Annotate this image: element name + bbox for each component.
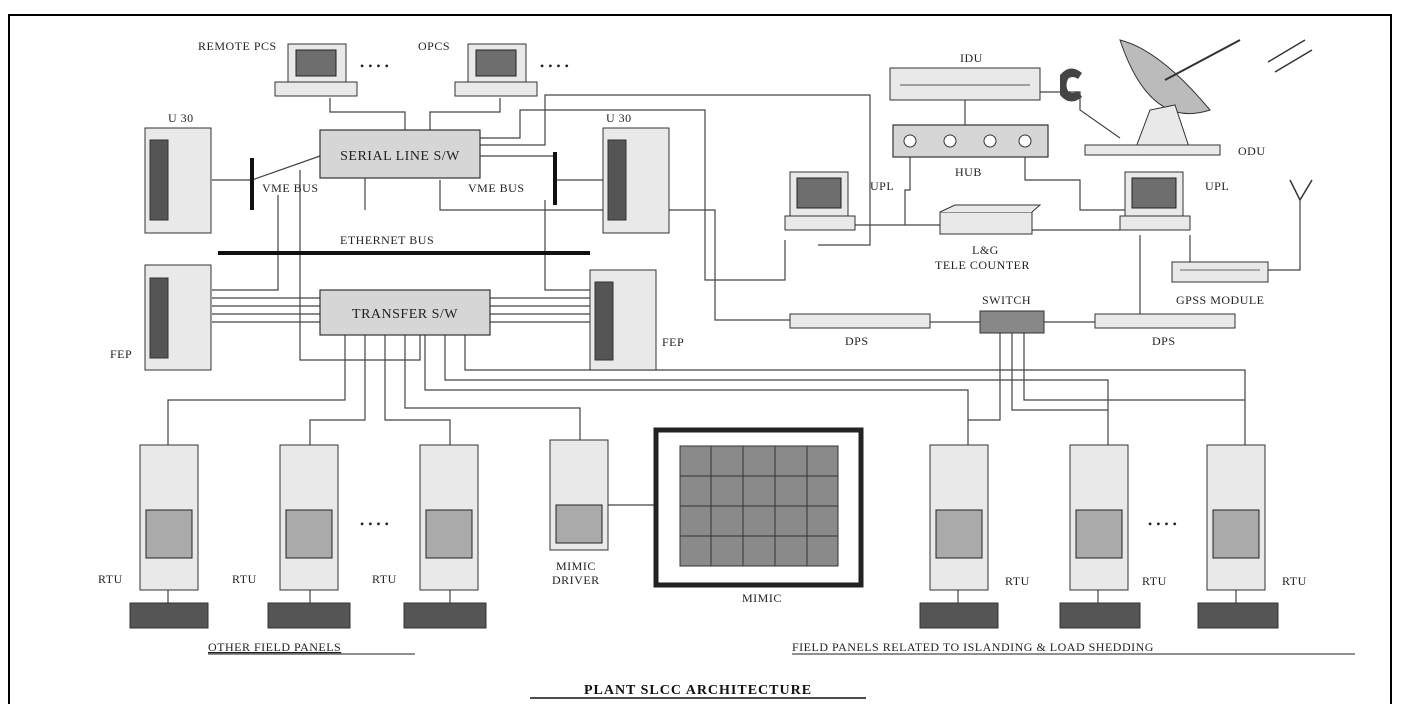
fep-right-label: FEP bbox=[662, 335, 684, 349]
upl-left-pc bbox=[784, 171, 856, 231]
field-panel-3 bbox=[403, 602, 487, 629]
u30-right-server bbox=[602, 127, 670, 234]
remote-pc-ellipsis: • • • • bbox=[360, 59, 389, 73]
rtu-2-label: RTU bbox=[232, 572, 257, 586]
related-field-panels-label: FIELD PANELS RELATED TO ISLANDING & LOAD… bbox=[792, 640, 1154, 654]
diagram-title: PLANT SLCC ARCHITECTURE bbox=[584, 683, 812, 698]
opcs-label: OPCS bbox=[418, 39, 450, 53]
rtu-5-label: RTU bbox=[1142, 574, 1167, 588]
field-panel-2 bbox=[267, 602, 351, 629]
idu-unit bbox=[889, 67, 1041, 101]
switch-label: SWITCH bbox=[982, 293, 1031, 307]
opc-pc-ellipsis: • • • • bbox=[540, 59, 569, 73]
telephone-icon bbox=[1060, 68, 1082, 102]
other-field-panels-label: OTHER FIELD PANELS bbox=[208, 640, 341, 654]
gpss-module bbox=[1171, 261, 1269, 283]
fep-right-server bbox=[589, 269, 657, 371]
u30-left-label: U 30 bbox=[168, 111, 194, 125]
hub-label: HUB bbox=[955, 165, 982, 179]
serial-line-label: SERIAL LINE S/W bbox=[340, 149, 460, 164]
idu-label: IDU bbox=[960, 51, 983, 65]
upl-right-pc bbox=[1119, 171, 1191, 231]
odu-dish bbox=[1084, 39, 1241, 156]
opc-pc bbox=[454, 43, 538, 97]
u30-right-label: U 30 bbox=[606, 111, 632, 125]
mimic-driver-cabinet bbox=[549, 439, 609, 551]
mimic-panel bbox=[653, 427, 864, 588]
field-panel-5 bbox=[1059, 602, 1141, 629]
field-panel-6 bbox=[1197, 602, 1279, 629]
mimic-driver-label-2: DRIVER bbox=[552, 573, 600, 587]
lg-label-line2: TELE COUNTER bbox=[935, 258, 1030, 272]
rtu-cabinet-4 bbox=[929, 444, 989, 591]
antenna-icon bbox=[1289, 179, 1313, 201]
field-panel-1 bbox=[129, 602, 209, 629]
transfer-switch bbox=[319, 289, 491, 336]
fep-left-server bbox=[144, 264, 212, 371]
gpss-label: GPSS MODULE bbox=[1176, 293, 1265, 307]
vme-left-label: VME BUS bbox=[262, 181, 319, 195]
rtu-cabinet-1 bbox=[139, 444, 199, 591]
u30-left-server bbox=[144, 127, 212, 234]
rtu-3-label: RTU bbox=[372, 572, 397, 586]
serial-line-switch bbox=[319, 129, 481, 179]
field-panel-4 bbox=[919, 602, 999, 629]
upl-left-label: UPL bbox=[870, 179, 894, 193]
mimic-driver-label-1: MIMIC bbox=[556, 559, 596, 573]
fep-left-label: FEP bbox=[110, 347, 132, 361]
diagram-frame bbox=[8, 14, 1392, 704]
rtu-4-label: RTU bbox=[1005, 574, 1030, 588]
rtu-cabinet-6 bbox=[1206, 444, 1266, 591]
switch-device bbox=[979, 310, 1045, 334]
ethernet-label: ETHERNET BUS bbox=[340, 233, 434, 247]
connection-wires bbox=[167, 91, 1301, 603]
rtu-cabinet-2 bbox=[279, 444, 339, 591]
dps-left-label: DPS bbox=[845, 334, 869, 348]
lg-tele-counter bbox=[939, 204, 1042, 235]
signal-arrows-icon bbox=[1267, 39, 1313, 73]
transfer-label: TRANSFER S/W bbox=[352, 307, 458, 322]
odu-label: ODU bbox=[1238, 144, 1266, 158]
mimic-label: MIMIC bbox=[742, 591, 782, 605]
upl-right-label: UPL bbox=[1205, 179, 1229, 193]
rtu-cabinet-5 bbox=[1069, 444, 1129, 591]
dps-right bbox=[1094, 313, 1236, 329]
remote-pcs-label: REMOTE PCS bbox=[198, 39, 277, 53]
vme-right-label: VME BUS bbox=[468, 181, 525, 195]
dps-left bbox=[789, 313, 931, 329]
lg-label-line1: L&G bbox=[972, 243, 999, 257]
rtu-6-label: RTU bbox=[1282, 574, 1307, 588]
dps-right-label: DPS bbox=[1152, 334, 1176, 348]
rtu-cabinet-3 bbox=[419, 444, 479, 591]
rtu-1-label: RTU bbox=[98, 572, 123, 586]
rtu-ellipsis-left: • • • • bbox=[360, 517, 389, 531]
hub bbox=[892, 124, 1049, 158]
rtu-ellipsis-right: • • • • bbox=[1148, 517, 1177, 531]
remote-pc bbox=[274, 43, 358, 97]
